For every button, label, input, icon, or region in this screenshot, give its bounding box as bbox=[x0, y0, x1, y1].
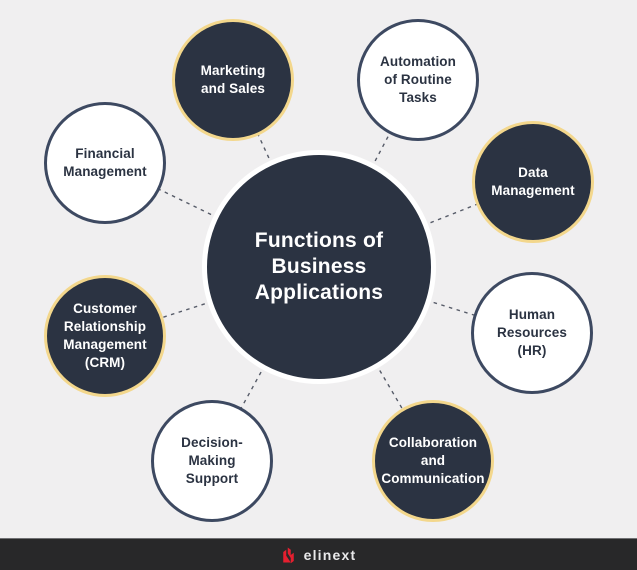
brand-name: elinext bbox=[303, 546, 357, 563]
elinext-logo-icon bbox=[282, 547, 294, 563]
node-collaboration-and-communication: Collaboration and Communication bbox=[372, 400, 494, 522]
center-node-functions-of-business-applications: Functions of Business Applications bbox=[202, 150, 436, 384]
node-customer-relationship-management-crm: Customer Relationship Management (CRM) bbox=[44, 275, 166, 397]
node-human-resources-hr: Human Resources (HR) bbox=[471, 272, 593, 394]
footer-bar: elinext bbox=[0, 538, 637, 570]
node-marketing-and-sales: Marketing and Sales bbox=[172, 19, 294, 141]
node-decision-making-support: Decision- Making Support bbox=[151, 400, 273, 522]
node-data-management: Data Management bbox=[472, 121, 594, 243]
node-financial-management: Financial Management bbox=[44, 102, 166, 224]
diagram-canvas: Functions of Business Applications Marke… bbox=[44, 19, 594, 522]
node-automation-of-routine-tasks: Automation of Routine Tasks bbox=[357, 19, 479, 141]
